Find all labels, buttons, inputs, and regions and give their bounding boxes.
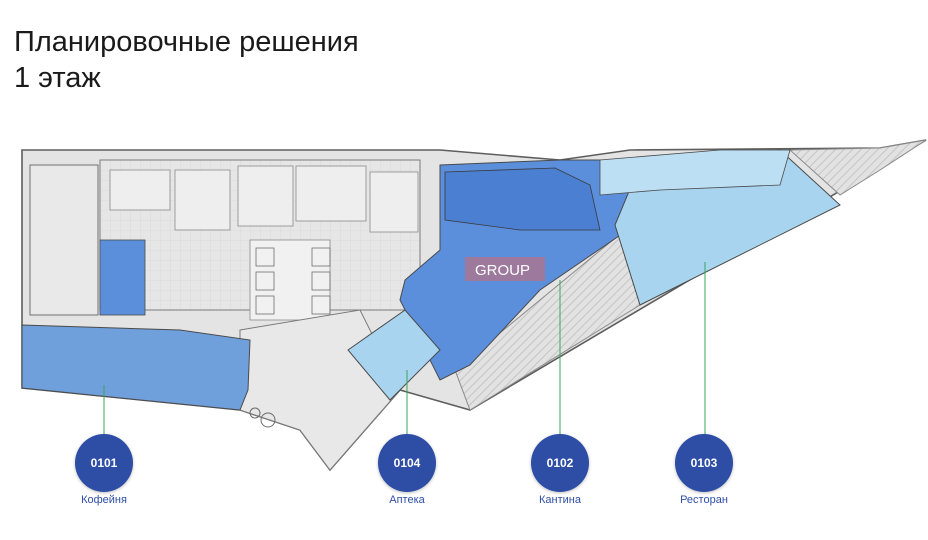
unit-id-0102: 0102 xyxy=(546,456,574,470)
room-d xyxy=(295,165,367,222)
stairs xyxy=(249,239,331,321)
left-hall-zone xyxy=(29,164,99,316)
unit-marker-0102[interactable]: 0102 xyxy=(531,434,589,492)
page-title: Планировочные решения 1 этаж xyxy=(14,24,359,96)
unit-0104-area xyxy=(347,309,441,401)
watermark-box xyxy=(465,257,545,281)
room-e xyxy=(369,171,419,233)
unit-label-0102: Кантина xyxy=(539,494,581,506)
watermark-text: GROUP xyxy=(475,262,530,279)
unit-label-0101: Кофейня xyxy=(81,494,127,506)
room-b xyxy=(174,169,231,231)
elevator-5 xyxy=(311,271,331,291)
unit-label-0104: Аптека xyxy=(389,494,425,506)
room-a xyxy=(109,169,171,211)
revolving-door xyxy=(260,412,276,428)
unit-marker-0104[interactable]: 0104 xyxy=(378,434,436,492)
unit-label-0103: Ресторан xyxy=(680,494,728,506)
page-title-line-2: 1 этаж xyxy=(14,62,101,94)
page-title-line-1: Планировочные решения xyxy=(14,26,359,58)
elevator-4 xyxy=(311,247,331,267)
unit-0101-area xyxy=(21,324,251,411)
unit-id-0103: 0103 xyxy=(690,456,718,470)
unit-0103-kitchen xyxy=(599,149,791,196)
unit-id-0101: 0101 xyxy=(90,456,118,470)
terrace-right xyxy=(788,139,927,196)
elevator-1 xyxy=(255,247,275,267)
elevator-3 xyxy=(255,295,275,315)
unit-id-0104: 0104 xyxy=(393,456,421,470)
elevator-6 xyxy=(311,295,331,315)
unit-marker-0101[interactable]: 0101 xyxy=(75,434,133,492)
unit-0101-room xyxy=(99,239,146,316)
unit-0102-rooms xyxy=(444,167,601,231)
elevator-2 xyxy=(255,271,275,291)
room-c xyxy=(237,165,294,227)
revolving-door-2 xyxy=(249,407,261,419)
unit-marker-0103[interactable]: 0103 xyxy=(675,434,733,492)
